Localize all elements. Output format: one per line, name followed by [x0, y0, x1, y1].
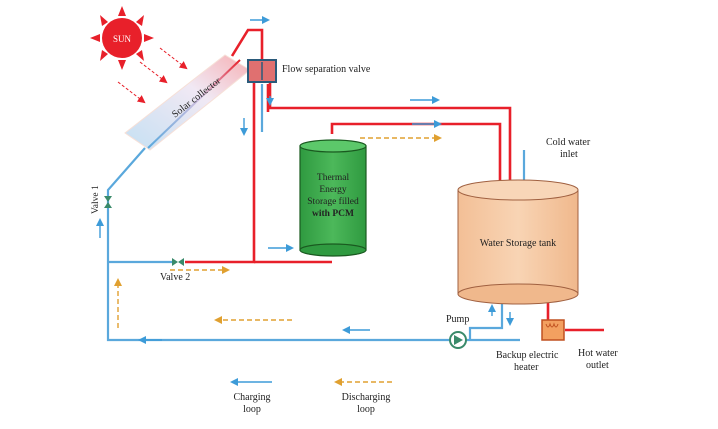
pump-label: Pump [446, 314, 469, 325]
sun-icon: SUN [90, 6, 154, 70]
backup-electric-heater: Backup electric heater [496, 319, 565, 373]
backup-heater-label-1: Backup electric [496, 350, 559, 361]
hot-pipes [185, 28, 604, 332]
flow-separation-valve: Flow separation valve [247, 59, 371, 83]
charging-flow-arrows [96, 16, 514, 344]
cold-water-inlet-label-1: Cold water [546, 137, 591, 148]
solar-collector: Solar collector [124, 54, 251, 151]
valve-2-label: Valve 2 [160, 272, 190, 283]
pump: Pump [446, 314, 469, 349]
valve-2: Valve 2 [160, 258, 190, 283]
flow-separation-valve-label: Flow separation valve [282, 64, 371, 75]
legend-charging-label-1: Charging [233, 392, 270, 403]
legend: Charging loop Discharging loop [230, 378, 392, 415]
water-storage-tank: Water Storage tank [457, 179, 579, 305]
valve-1: Valve 1 [91, 185, 112, 214]
legend-discharging-label-2: loop [357, 404, 375, 415]
pcm-storage-tank: Thermal Energy Storage filled with PCM [299, 139, 367, 257]
pcm-label-line3: Storage filled [307, 196, 359, 207]
legend-charging: Charging loop [230, 378, 272, 415]
backup-heater-label-2: heater [514, 362, 539, 373]
sun-label: SUN [113, 34, 132, 44]
pcm-label-line4: with PCM [312, 209, 354, 219]
legend-discharging-label-1: Discharging [342, 392, 391, 403]
pcm-label-line1: Thermal [317, 173, 350, 183]
discharging-flow-arrows [114, 134, 442, 328]
hot-water-outlet-label-2: outlet [586, 360, 609, 371]
legend-charging-label-2: loop [243, 404, 261, 415]
cold-water-inlet-label-2: inlet [560, 149, 578, 160]
sun-rays [117, 47, 188, 104]
water-storage-tank-label: Water Storage tank [480, 238, 556, 249]
legend-discharging: Discharging loop [334, 378, 392, 415]
hot-water-outlet-label-1: Hot water [578, 348, 618, 359]
valve-1-label: Valve 1 [91, 185, 101, 214]
pcm-label-line2: Energy [319, 185, 347, 195]
